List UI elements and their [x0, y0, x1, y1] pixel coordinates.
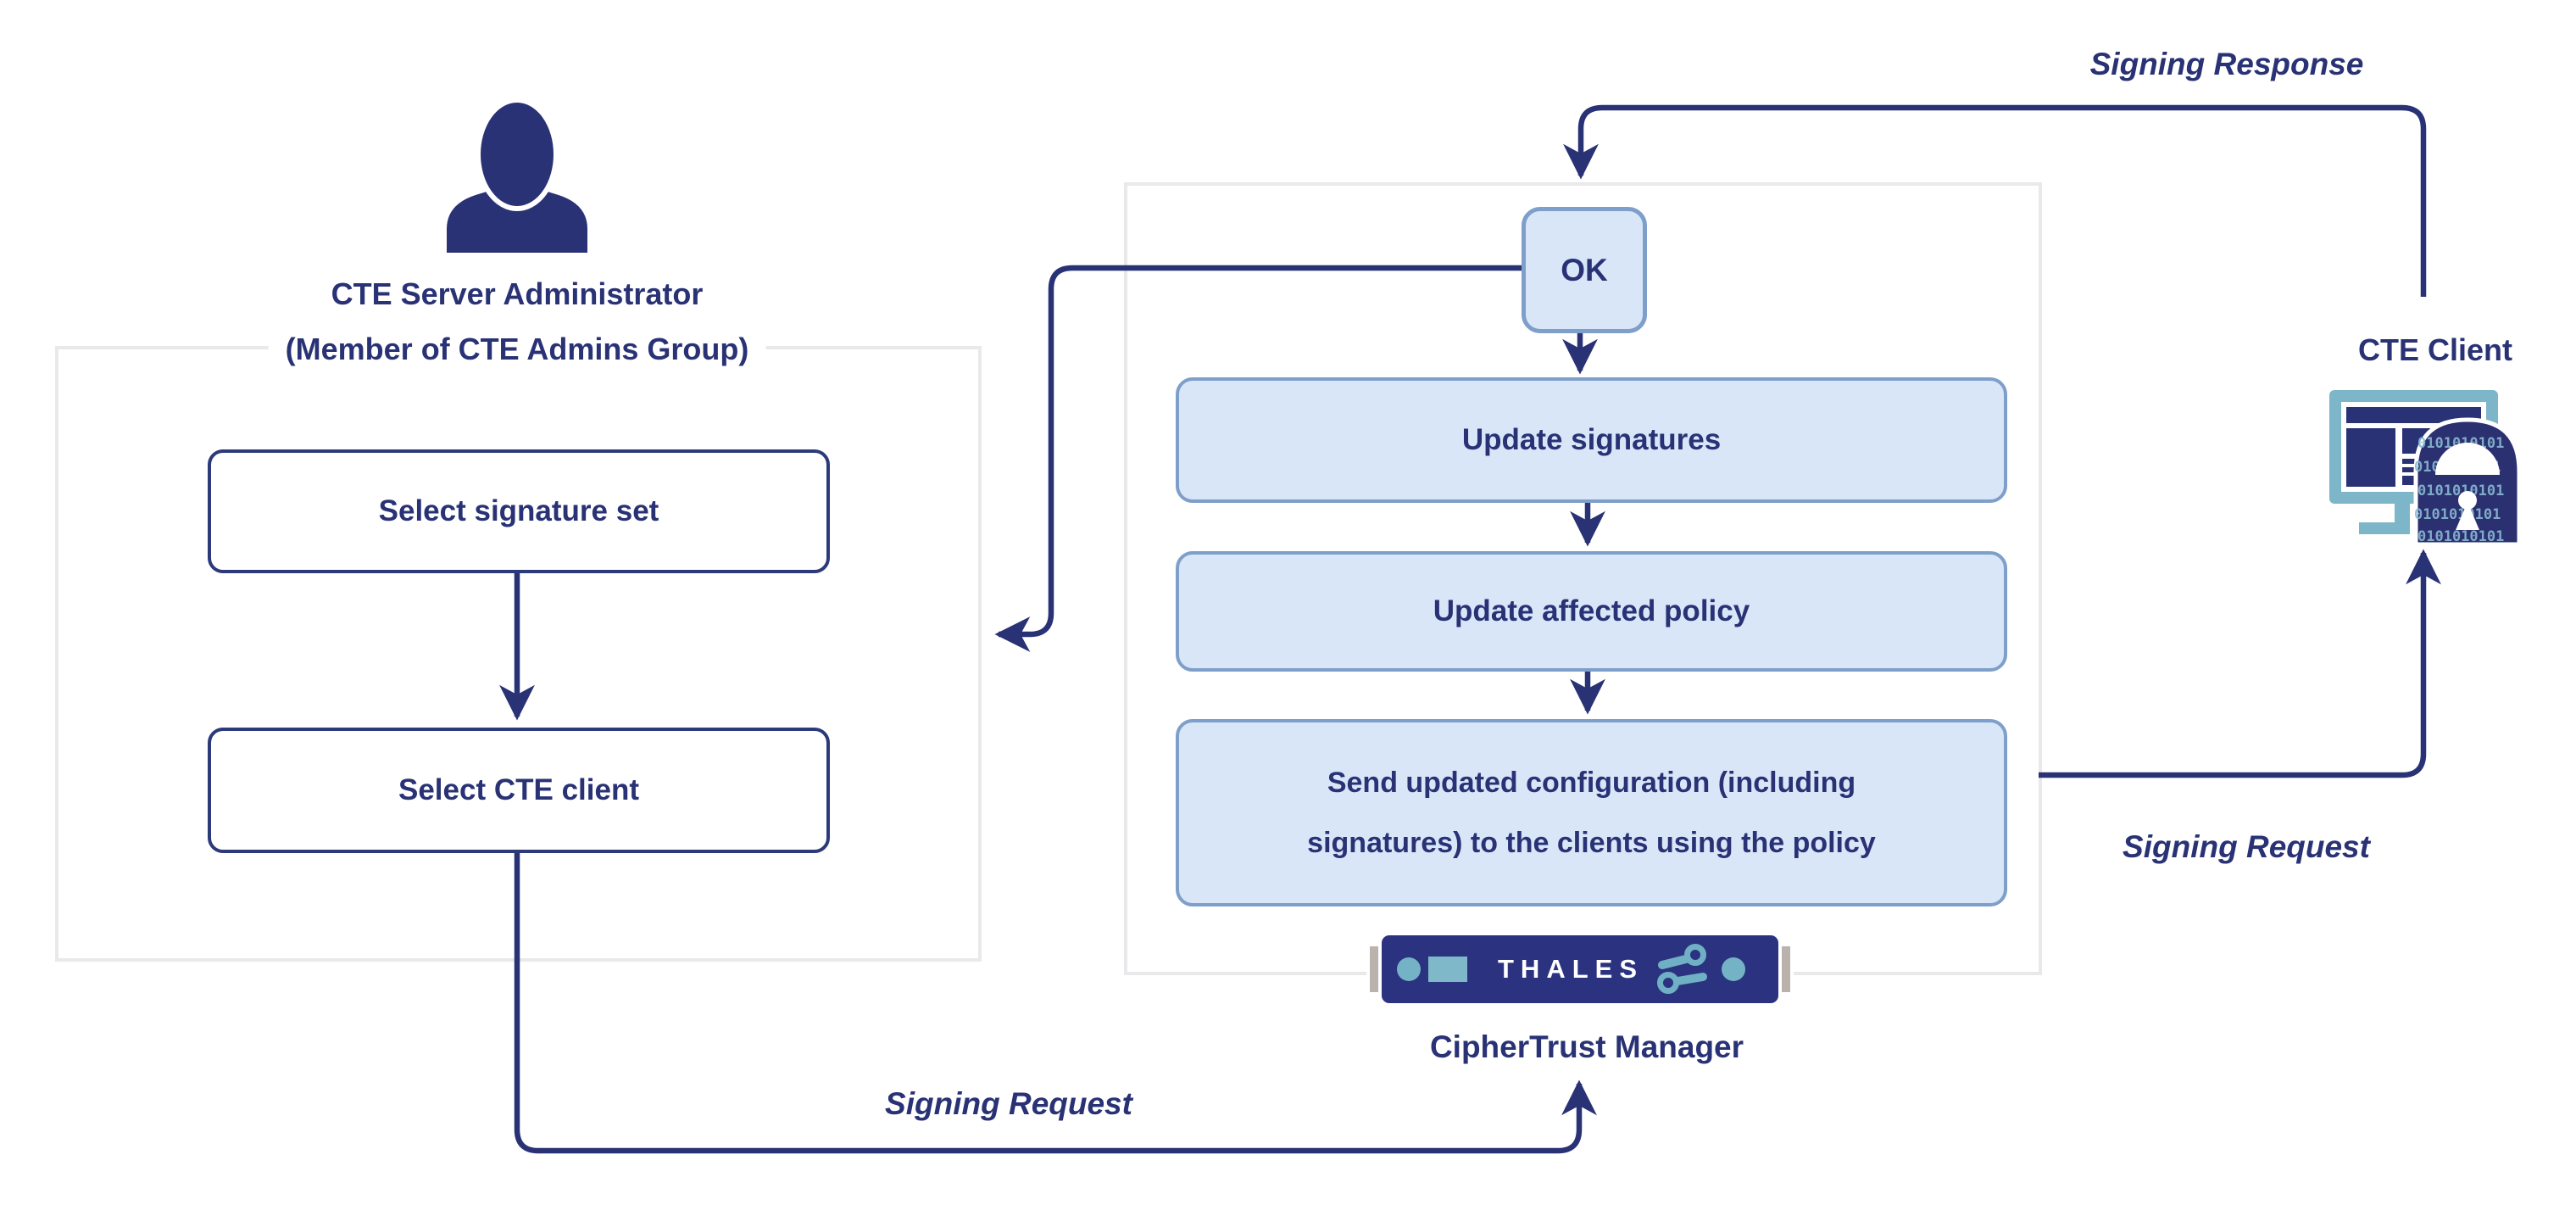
- thales-logo: THALES: [1498, 954, 1644, 984]
- appliance-left-bracket: [1366, 943, 1382, 996]
- arrow-signing-request-right: [2039, 549, 2441, 778]
- binary-digits: 0101010101: [2417, 528, 2504, 545]
- appliance-led-icon: [1397, 957, 1421, 981]
- binary-digits: 0101010101: [2417, 482, 2504, 499]
- person-icon: [447, 98, 587, 253]
- ciphertrust-manager-label: CipherTrust Manager: [1429, 1029, 1744, 1064]
- node-ok-label: OK: [1561, 252, 1608, 287]
- admin-title: CTE Server Administrator: [331, 276, 704, 311]
- keys-icon: [1657, 944, 1707, 994]
- node-update-signatures: Update signatures: [1176, 377, 2007, 503]
- arrow-ok-to-admin: [994, 265, 1522, 652]
- node-ok: OK: [1522, 207, 1647, 333]
- node-update-affected-policy-label: Update affected policy: [1433, 594, 1750, 628]
- node-send-configuration: Send updated configuration (including si…: [1176, 719, 2007, 906]
- signing-response-label: Signing Response: [2089, 47, 2364, 81]
- node-select-signature-set-label: Select signature set: [378, 494, 659, 527]
- cte-client-icon: 0101010101 0101010101 0101010101 0101010…: [2329, 390, 2522, 546]
- arrow-signing-request-bottom: [514, 848, 1597, 1154]
- arrow-signing-response: [1563, 104, 2427, 297]
- node-select-cte-client-label: Select CTE client: [398, 773, 639, 806]
- signing-request-bottom-label: Signing Request: [885, 1086, 1132, 1121]
- appliance-slot-icon: [1428, 957, 1467, 982]
- appliance-led-icon: [1722, 957, 1745, 981]
- cte-client-label: CTE Client: [2357, 332, 2513, 367]
- node-select-cte-client: Select CTE client: [208, 728, 830, 853]
- signing-request-right-label: Signing Request: [2123, 829, 2370, 864]
- node-update-signatures-label: Update signatures: [1461, 423, 1722, 456]
- node-select-signature-set: Select signature set: [208, 449, 830, 573]
- binary-digits: 0101010101: [2414, 506, 2501, 523]
- node-send-configuration-label: Send updated configuration (including si…: [1307, 766, 1876, 859]
- thales-appliance: THALES: [1382, 935, 1778, 1003]
- node-update-affected-policy: Update affected policy: [1176, 551, 2007, 672]
- admin-subtitle: (Member of CTE Admins Group): [268, 332, 766, 367]
- appliance-right-bracket: [1778, 943, 1794, 996]
